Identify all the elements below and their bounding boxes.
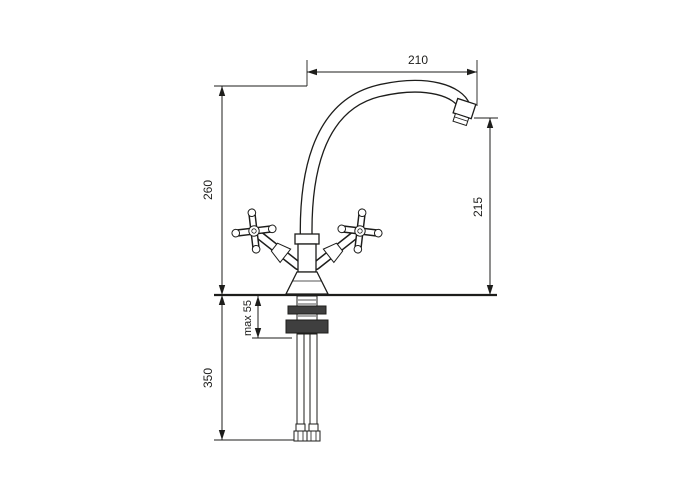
- mixer-body: [297, 243, 317, 273]
- dim-spout-reach: 210: [306, 53, 478, 106]
- dim-label-350: 350: [201, 368, 215, 388]
- spout-outlet: [452, 97, 477, 127]
- arrow-down: [218, 285, 226, 295]
- handle-knob: [267, 224, 277, 234]
- arrow-up: [254, 296, 262, 306]
- arrow-up: [218, 86, 226, 96]
- handle-knob: [231, 228, 241, 238]
- spout-inner: [300, 81, 469, 259]
- supply-hose-right: [309, 333, 318, 425]
- handle-knob: [247, 208, 257, 218]
- arrow-down: [486, 285, 494, 295]
- dim-max-mounting-thickness: max 55: [242, 296, 292, 339]
- arrow-up: [218, 295, 226, 305]
- hose-ferrule: [295, 423, 306, 432]
- handle-hub: [248, 225, 260, 237]
- handle-knob: [353, 244, 363, 254]
- handle-knob: [337, 224, 347, 234]
- dim-label-max55: max 55: [242, 300, 254, 336]
- supply-hose-left: [296, 333, 305, 425]
- spout: [299, 79, 471, 259]
- dim-label-210: 210: [408, 53, 428, 67]
- hose-nut: [293, 430, 308, 442]
- handle-hub-center: [357, 228, 363, 234]
- handle-knob: [251, 244, 261, 254]
- arrow-up: [486, 118, 494, 128]
- dim-overall-height: 260: [201, 85, 307, 295]
- handle-left: [231, 208, 303, 271]
- arrow-left: [307, 68, 317, 76]
- hose-fitting-right: [306, 423, 321, 442]
- aerator: [452, 112, 470, 127]
- hose-fitting-left: [293, 423, 308, 442]
- dim-under-counter-height: 350: [201, 295, 294, 441]
- handle-hub: [354, 225, 366, 237]
- handle-escutcheon: [322, 242, 344, 264]
- handle-escutcheon: [270, 242, 292, 264]
- aerator-ring: [454, 116, 468, 122]
- faucet: [231, 79, 477, 295]
- hose-ferrule: [308, 423, 319, 432]
- handle-knob: [373, 228, 383, 238]
- handle-knob: [357, 208, 367, 218]
- base-outline: [284, 271, 330, 295]
- hose-nut: [306, 430, 321, 442]
- arrow-right: [467, 68, 477, 76]
- mounting-washer: [287, 305, 327, 315]
- handle-right: [311, 208, 383, 271]
- spout-coupling: [294, 233, 320, 245]
- handle-hub-center: [251, 228, 257, 234]
- mounting-nut: [285, 319, 329, 334]
- dim-outlet-height: 215: [471, 117, 498, 295]
- arrow-down: [254, 328, 262, 338]
- arrow-down: [218, 430, 226, 440]
- dim-label-215: 215: [471, 197, 485, 217]
- spout-outline: [299, 79, 471, 259]
- dim-label-260: 260: [201, 180, 215, 200]
- under-counter-hardware: [285, 295, 329, 442]
- faucet-base: [284, 271, 330, 295]
